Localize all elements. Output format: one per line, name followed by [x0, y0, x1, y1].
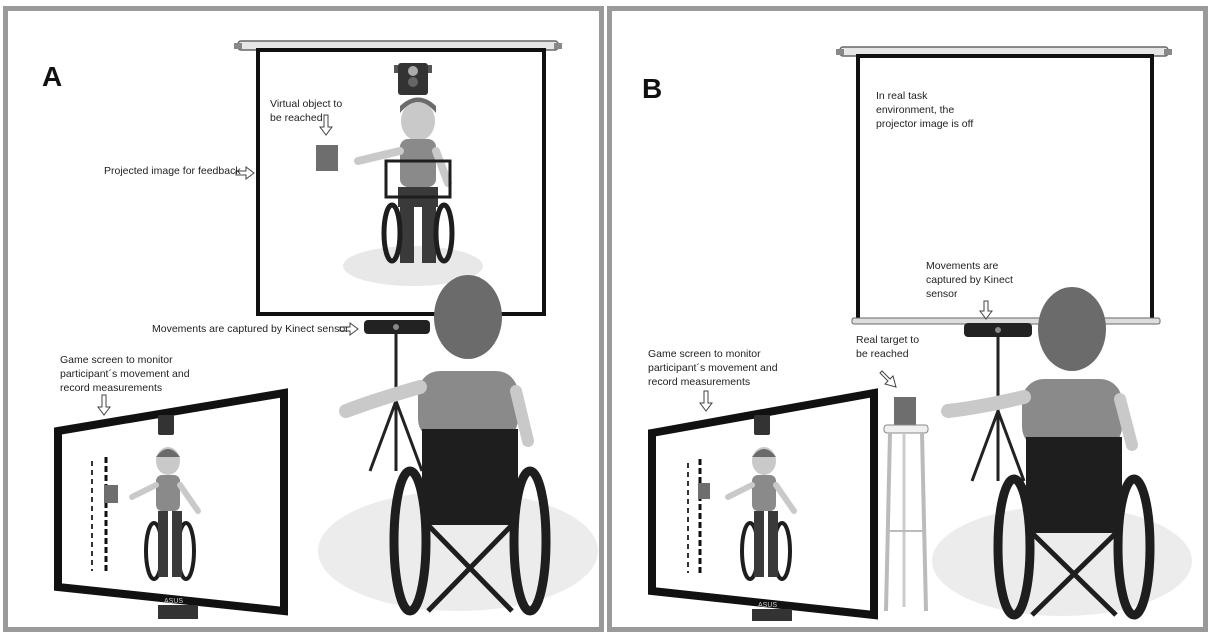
panel-letter: A — [42, 61, 63, 92]
real-task-label: In real task environment, the projector … — [876, 90, 974, 130]
panel-letter: B — [642, 73, 663, 104]
monitor-brand: ASUS — [758, 602, 778, 609]
kinect-sensor-icon — [364, 320, 430, 472]
projected-image-label: Projected image for feedback — [104, 165, 241, 177]
virtual-target — [316, 145, 338, 171]
virtual-object-label: Virtual object to be reached — [270, 98, 343, 124]
arrow-right-icon — [235, 166, 255, 180]
game-monitor — [54, 388, 288, 619]
participant-wheelchair — [932, 287, 1192, 620]
real-target-stool — [883, 397, 929, 612]
monitor-brand: ASUS — [164, 598, 184, 605]
game-screen-label: Game screen to monitor participant´s mov… — [648, 348, 778, 388]
arrow-down-icon — [979, 300, 993, 320]
participant-wheelchair — [318, 275, 598, 616]
game-screen-label: Game screen to monitor participant´s mov… — [60, 354, 190, 394]
game-monitor — [648, 388, 878, 621]
arrow-right-icon — [339, 322, 359, 336]
real-target-label: Real target to be reached — [856, 334, 920, 360]
panel-a: A Virtual object to be reached Projected… — [3, 6, 604, 632]
arrow-down-icon — [699, 390, 713, 412]
panel-b-illustration — [648, 46, 1192, 621]
kinect-label: Movements are captured by Kinect sensor — [152, 323, 349, 335]
panel-a-illustration — [54, 40, 598, 619]
panel-b: B In real task environment, the projecto… — [607, 6, 1208, 632]
kinect-sensor-icon — [964, 323, 1032, 482]
kinect-label: Movements are captured by Kinect sensor — [926, 260, 1013, 300]
arrow-diagonal-icon — [879, 370, 897, 388]
arrow-down-icon — [97, 394, 111, 416]
projected-avatar — [343, 97, 483, 286]
arrow-down-icon — [319, 114, 333, 136]
traffic-light-icon — [394, 63, 432, 95]
projector-screen — [836, 46, 1172, 325]
